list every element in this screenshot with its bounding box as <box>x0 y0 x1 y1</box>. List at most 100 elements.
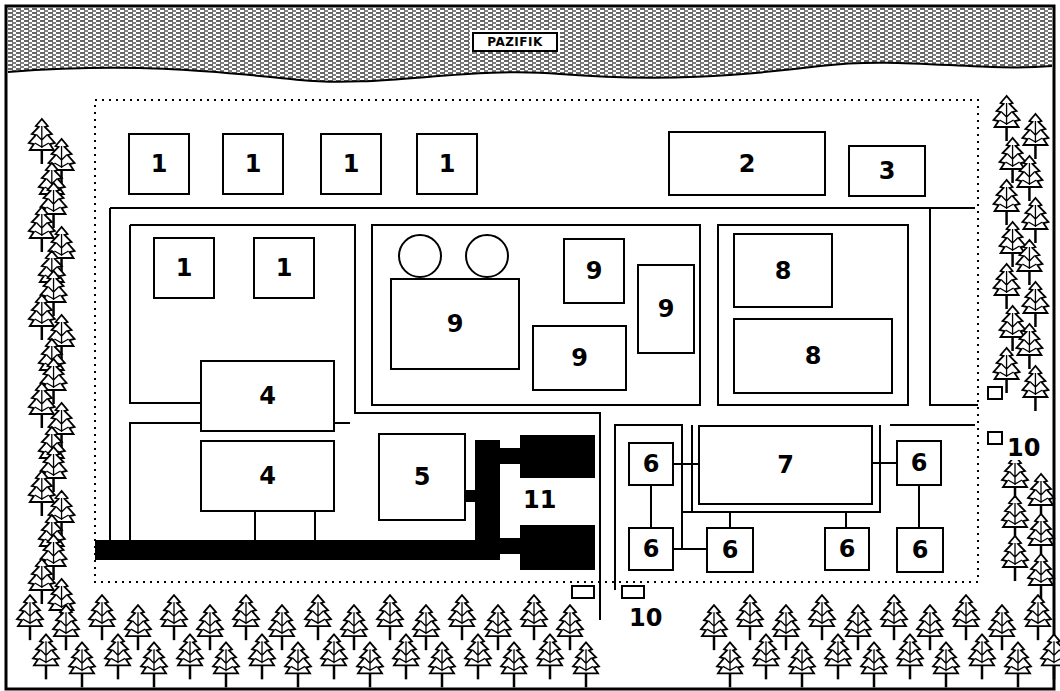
building-box: 1 <box>128 133 190 195</box>
building-box: 1 <box>320 133 382 195</box>
connector-line <box>674 463 698 465</box>
building-box: 1 <box>416 133 478 195</box>
building-number: 7 <box>777 453 794 477</box>
building-number: 9 <box>586 259 603 283</box>
building-box: 9 <box>532 325 627 391</box>
tree-symbol <box>357 642 383 687</box>
tree-symbol <box>465 634 491 679</box>
tree-symbol <box>753 634 779 679</box>
tree-symbol <box>177 634 203 679</box>
tree-symbol <box>701 605 727 650</box>
building-box: 6 <box>628 527 674 571</box>
tree-symbol <box>29 471 55 516</box>
building-number: 6 <box>911 451 928 475</box>
building-number: 1 <box>245 152 262 176</box>
building-box: 8 <box>733 233 833 308</box>
tree-symbol <box>969 634 995 679</box>
tree-symbol <box>341 605 367 650</box>
building-number: 4 <box>259 384 276 408</box>
building-number: 9 <box>658 297 675 321</box>
tree-symbol <box>305 595 331 640</box>
tree-symbol <box>989 605 1015 650</box>
tree-symbol <box>994 180 1020 225</box>
building-box: 5 <box>378 433 466 521</box>
tree-symbol <box>393 634 419 679</box>
building-number: 6 <box>643 452 660 476</box>
tree-symbol <box>897 634 923 679</box>
tree-symbol <box>861 642 887 687</box>
tree-symbol <box>1022 366 1048 411</box>
tree-symbol <box>29 383 55 428</box>
building-box: 6 <box>824 527 870 571</box>
building-box: 2 <box>668 131 826 196</box>
building-number: 9 <box>447 312 464 336</box>
tree-symbol <box>377 595 403 640</box>
tree-symbol <box>825 634 851 679</box>
building-number: 1 <box>276 256 293 280</box>
building-number: 1 <box>343 152 360 176</box>
building-number: 1 <box>439 152 456 176</box>
building-box: 9 <box>637 264 695 354</box>
building-box: 6 <box>896 527 944 573</box>
tree-symbol <box>1002 456 1028 501</box>
building-box: 4 <box>200 440 335 512</box>
building-box: 7 <box>698 425 873 505</box>
sea-name: PAZIFIK <box>487 36 543 48</box>
tree-symbol <box>917 605 943 650</box>
tree-symbol <box>521 595 547 640</box>
building-box: 9 <box>390 278 520 370</box>
building-number: 6 <box>643 537 660 561</box>
building-box: 1 <box>253 237 315 299</box>
tree-symbol <box>1002 536 1028 581</box>
tree-symbol <box>1016 324 1042 369</box>
callout-number: 11 <box>522 488 557 512</box>
building-box: 1 <box>222 133 284 195</box>
tree-symbol <box>1028 514 1054 559</box>
tree-symbol <box>953 595 979 640</box>
tree-symbol <box>53 605 79 650</box>
building-box: 8 <box>733 318 893 394</box>
tree-symbol <box>1002 496 1028 541</box>
tree-symbol <box>537 634 563 679</box>
callout-number: 10 <box>628 606 663 630</box>
tree-symbol <box>29 207 55 252</box>
tree-symbol <box>269 605 295 650</box>
building-number: 9 <box>571 346 588 370</box>
tree-symbol <box>717 642 743 687</box>
tree-symbol <box>881 595 907 640</box>
tree-symbol <box>773 605 799 650</box>
tree-symbol <box>249 634 275 679</box>
tree-symbol <box>485 605 511 650</box>
tree-symbol <box>1025 595 1051 640</box>
tree-symbol <box>994 264 1020 309</box>
tree-symbol <box>809 595 835 640</box>
tree-symbol <box>285 642 311 687</box>
tree-symbol <box>994 348 1020 393</box>
tree-symbol <box>141 642 167 687</box>
tree-symbol <box>737 595 763 640</box>
tree-symbol <box>89 595 115 640</box>
tree-symbol <box>17 595 43 640</box>
building-box: 9 <box>563 238 625 304</box>
tree-symbol <box>125 605 151 650</box>
tree-symbol <box>557 605 583 650</box>
building-number: 8 <box>805 344 822 368</box>
building-number: 2 <box>739 152 756 176</box>
building-number: 8 <box>775 259 792 283</box>
tree-symbol <box>33 634 59 679</box>
tree-symbol <box>29 295 55 340</box>
tree-symbol <box>197 605 223 650</box>
tree-symbol <box>233 595 259 640</box>
tree-symbol <box>1022 114 1048 159</box>
tree-symbol <box>321 634 347 679</box>
tree-symbol <box>1022 282 1048 327</box>
connector-line <box>674 548 706 550</box>
tree-symbol <box>213 642 239 687</box>
tree-symbol <box>1016 156 1042 201</box>
building-box: 4 <box>200 360 335 432</box>
building-box: 6 <box>628 442 674 486</box>
callout-number: 10 <box>1006 436 1041 460</box>
